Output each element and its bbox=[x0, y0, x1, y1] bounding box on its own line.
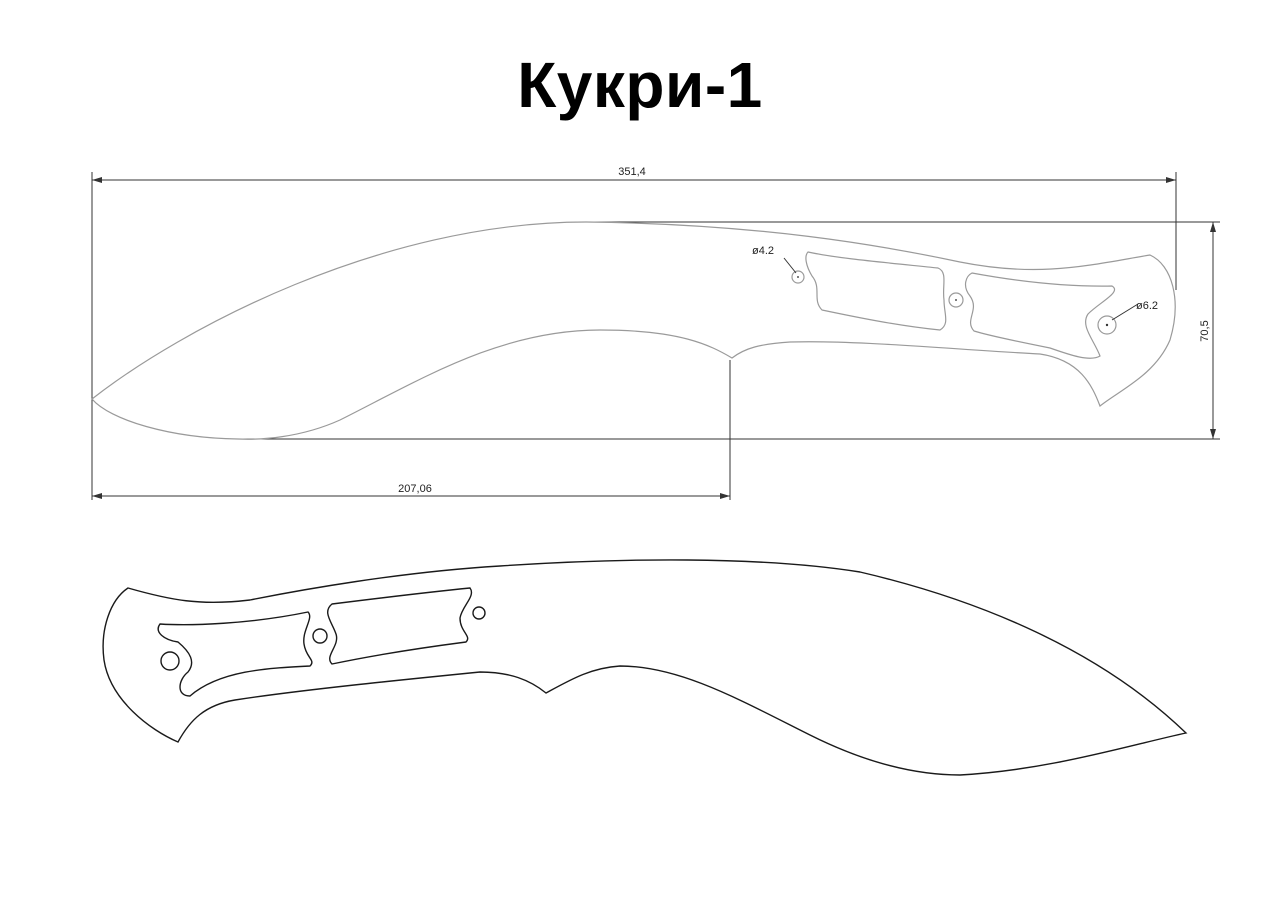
lanyard-hole-bottom bbox=[160, 651, 180, 671]
overall-height-dimension: 70,5 bbox=[238, 221, 1220, 440]
blade-length-dimension: 207,06 bbox=[92, 360, 731, 500]
handle-slot-rear bbox=[964, 272, 1115, 359]
handle-slot-right bbox=[327, 587, 473, 665]
pin-hole-small bbox=[791, 270, 805, 284]
blade-length-label: 207,06 bbox=[398, 483, 432, 495]
hole-large-label: ø6.2 bbox=[1136, 300, 1158, 312]
hole-small-label: ø4.2 bbox=[752, 245, 774, 257]
pin-hole-center-bottom bbox=[312, 628, 328, 644]
handle-slot-front bbox=[805, 251, 947, 331]
overall-length-dimension: 351,4 bbox=[91, 166, 1177, 500]
overall-length-label: 351,4 bbox=[618, 166, 646, 178]
mirrored-knife-view bbox=[102, 559, 1188, 776]
knife-outline-top bbox=[91, 221, 1176, 440]
drawing-title: Кукри-1 bbox=[517, 49, 763, 121]
knife-outline-bottom bbox=[102, 559, 1188, 776]
handle-slot-left bbox=[157, 611, 313, 697]
overall-height-label: 70,5 bbox=[1199, 320, 1211, 341]
dimensioned-knife-view: 351,4 70,5 207,06 bbox=[91, 166, 1220, 500]
pin-hole-small-bottom bbox=[472, 606, 486, 620]
pin-hole-center bbox=[948, 292, 964, 308]
lanyard-hole bbox=[1097, 315, 1117, 335]
